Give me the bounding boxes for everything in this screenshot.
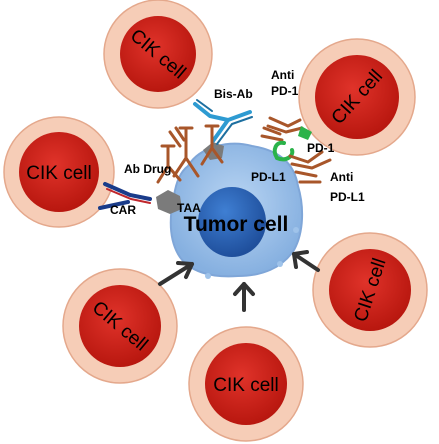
cik-cell-lower-left: CIK cell — [62, 268, 178, 384]
cik-label-left: CIK cell — [26, 163, 91, 184]
cik-cell-top-right: CIK cell — [298, 38, 416, 156]
taa-antigen-left — [156, 190, 182, 214]
arrow-lower-right — [292, 250, 320, 272]
attack-arrows — [158, 250, 320, 312]
cik-cell-bottom: CIK cell — [188, 326, 304, 442]
tumor-nucleus — [198, 187, 266, 257]
anti-pd1-antibody — [260, 116, 304, 142]
label-bis-ab: Bis-Ab — [214, 87, 253, 101]
cik-cell-left: CIK cell — [3, 116, 115, 228]
arrow-bottom — [233, 282, 255, 312]
cik-cell-lower-right: CIK cell — [312, 232, 428, 348]
anti-pd-l1-antibody — [288, 150, 332, 184]
arrow-lower-left — [158, 261, 194, 286]
pd-l1-ligand — [272, 140, 295, 162]
label-anti-pdl1-line1: Anti — [330, 170, 353, 184]
label-anti-pdl1-line2: PD-L1 — [330, 190, 365, 204]
label-pd1: PD-1 — [307, 141, 335, 155]
tumor-cell: Tumor cell — [169, 142, 304, 279]
pd1-receptor — [298, 126, 312, 140]
cik-label-bottom: CIK cell — [213, 375, 278, 396]
cik-cell-top-left: CIK cell — [103, 0, 213, 109]
label-ab-drug: Ab Drug — [124, 162, 171, 176]
label-taa: TAA — [177, 201, 201, 215]
ab-drug-antibodies — [156, 124, 224, 184]
tumor-label: Tumor cell — [184, 213, 289, 236]
label-anti-pd1-line1: Anti — [271, 68, 294, 82]
label-car: CAR — [110, 203, 136, 217]
bis-ab — [193, 99, 253, 145]
car-receptor — [98, 182, 152, 210]
label-anti-pd1-line2: PD-1 — [271, 84, 299, 98]
label-pd-l1: PD-L1 — [251, 170, 286, 184]
